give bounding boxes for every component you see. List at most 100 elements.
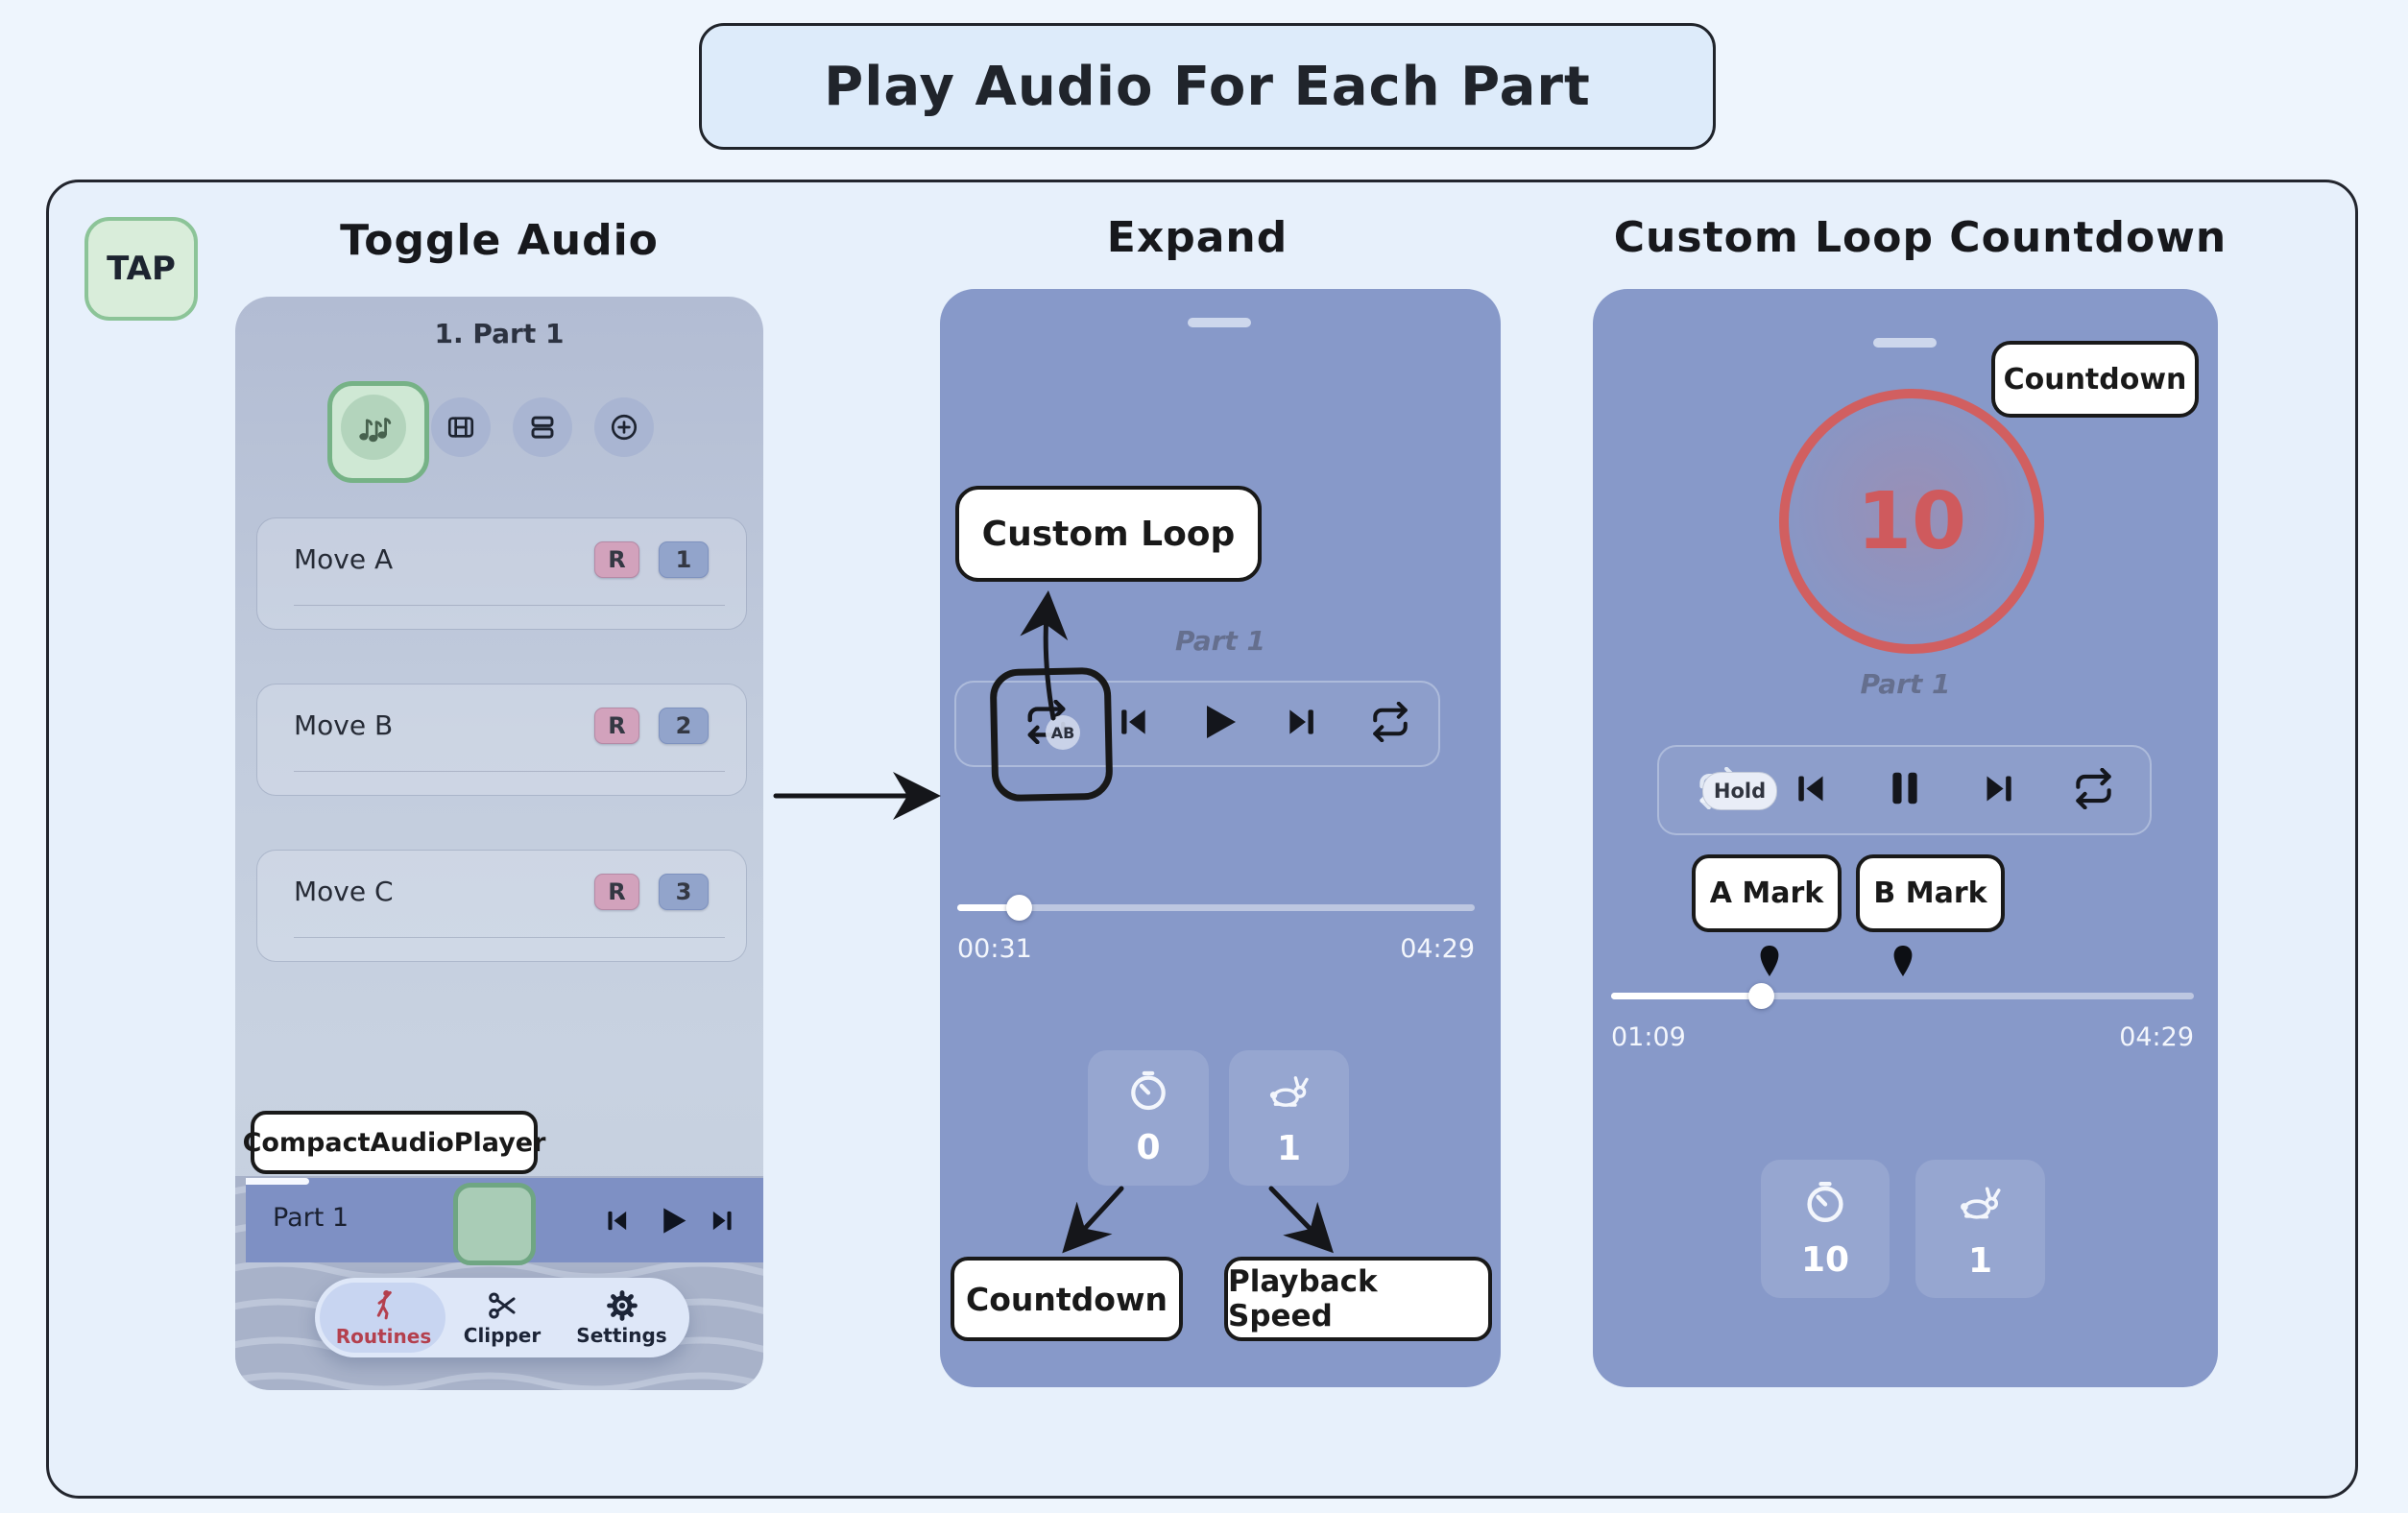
repeat-button[interactable] bbox=[2073, 768, 2114, 809]
ab-loop-button[interactable]: AB bbox=[1024, 700, 1080, 750]
a-mark-callout-text: A Mark bbox=[1709, 877, 1824, 910]
hold-badge-text: Hold bbox=[1713, 780, 1767, 803]
add-button[interactable] bbox=[594, 397, 654, 457]
audio-active-highlight[interactable] bbox=[453, 1183, 536, 1265]
countdown-tile[interactable]: 10 bbox=[1761, 1160, 1890, 1298]
move-name: Move B bbox=[294, 709, 394, 741]
skip-back-icon bbox=[1792, 770, 1829, 807]
seek-slider[interactable] bbox=[957, 904, 1475, 911]
b-mark-callout-text: B Mark bbox=[1873, 877, 1987, 910]
playback-speed-tile-value: 1 bbox=[1276, 1129, 1302, 1168]
diagram-title: Play Audio For Each Part bbox=[699, 23, 1716, 150]
section-heading-toggle-audio: Toggle Audio bbox=[340, 216, 659, 265]
playback-speed-annotation-text: Playback Speed bbox=[1228, 1264, 1378, 1333]
repeat-badge[interactable]: R bbox=[594, 708, 639, 744]
seek-slider-fill bbox=[957, 904, 1019, 911]
skip-back-icon bbox=[1115, 704, 1151, 740]
countdown-circle: 10 bbox=[1779, 389, 2044, 654]
tab-settings[interactable]: Settings bbox=[566, 1278, 677, 1357]
repeat-icon bbox=[1370, 702, 1410, 742]
next-button[interactable] bbox=[1981, 770, 2018, 807]
seek-slider-thumb[interactable] bbox=[1748, 983, 1774, 1009]
diagram-title-text: Play Audio For Each Part bbox=[824, 55, 1591, 118]
tab-selected-pill bbox=[320, 1283, 445, 1353]
annotation-ring-ab-loop bbox=[989, 666, 1114, 803]
countdown-number: 10 bbox=[1856, 475, 1967, 567]
compact-audio-player[interactable]: Part 1 bbox=[246, 1178, 763, 1265]
count-badge[interactable]: 3 bbox=[659, 874, 709, 910]
repeat-badge[interactable]: R bbox=[594, 541, 639, 578]
move-row[interactable]: Move A R 1 bbox=[256, 517, 747, 630]
play-button[interactable] bbox=[1195, 699, 1241, 745]
playback-speed-tile-value: 1 bbox=[1967, 1240, 1993, 1281]
seek-slider[interactable] bbox=[1611, 993, 2194, 999]
row-divider bbox=[294, 936, 725, 938]
drag-handle[interactable] bbox=[1873, 338, 1937, 348]
rabbit-icon bbox=[1957, 1178, 2005, 1226]
b-mark-callout: B Mark bbox=[1856, 854, 2005, 932]
previous-button[interactable] bbox=[1792, 770, 1829, 807]
current-time: 00:31 bbox=[957, 934, 1032, 964]
next-button[interactable] bbox=[1284, 704, 1320, 740]
tab-routines[interactable]: Routines bbox=[328, 1278, 439, 1357]
pause-button[interactable] bbox=[1883, 766, 1927, 810]
countdown-tile[interactable]: 0 bbox=[1088, 1050, 1209, 1186]
phone-expanded-player: Part 1 AB Custom Loop 00:31 04:29 0 1 Co… bbox=[940, 289, 1501, 1387]
count-badge[interactable]: 1 bbox=[659, 541, 709, 578]
drag-handle[interactable] bbox=[1188, 318, 1251, 327]
section-heading-custom-loop-countdown: Custom Loop Countdown bbox=[1613, 213, 2227, 262]
mini-track-label: Part 1 bbox=[273, 1203, 349, 1233]
previous-button[interactable] bbox=[1115, 704, 1151, 740]
a-mark-callout: A Mark bbox=[1692, 854, 1842, 932]
tab-settings-label: Settings bbox=[576, 1323, 667, 1347]
seek-slider-fill bbox=[1611, 993, 1762, 999]
audio-toggle-highlight[interactable] bbox=[327, 381, 429, 483]
mini-previous-button[interactable] bbox=[603, 1207, 631, 1235]
video-button[interactable] bbox=[431, 397, 491, 457]
repeat-badge[interactable]: R bbox=[594, 874, 639, 910]
loop-markers bbox=[1760, 946, 1913, 976]
seek-slider-thumb[interactable] bbox=[1006, 895, 1032, 921]
total-time: 04:29 bbox=[1400, 934, 1475, 964]
move-name: Move C bbox=[294, 876, 394, 907]
section-heading-expand: Expand bbox=[1106, 213, 1288, 262]
tab-clipper-label: Clipper bbox=[463, 1323, 542, 1347]
tab-routines-label: Routines bbox=[335, 1324, 432, 1348]
tap-badge-label: TAP bbox=[107, 250, 176, 288]
rabbit-icon bbox=[1266, 1068, 1312, 1114]
timer-icon bbox=[1802, 1179, 1848, 1225]
timer-icon bbox=[1126, 1069, 1170, 1113]
ab-loop-hold-button[interactable]: Hold bbox=[1697, 767, 1777, 810]
countdown-callout-text: Countdown bbox=[2003, 362, 2187, 396]
tap-gesture-badge: TAP bbox=[84, 217, 198, 321]
mini-play-button[interactable] bbox=[655, 1203, 690, 1238]
mini-next-button[interactable] bbox=[709, 1207, 736, 1235]
custom-loop-callout-text: Custom Loop bbox=[981, 514, 1236, 554]
ab-badge: AB bbox=[1046, 715, 1080, 750]
layout-rows-button[interactable] bbox=[513, 397, 572, 457]
move-row[interactable]: Move C R 3 bbox=[256, 850, 747, 962]
move-row[interactable]: Move B R 2 bbox=[256, 684, 747, 796]
mini-progress-bar bbox=[246, 1178, 309, 1185]
hold-badge: Hold bbox=[1702, 772, 1777, 810]
player-controls bbox=[954, 681, 1440, 767]
tab-bar: Routines Clipper Settings bbox=[315, 1278, 689, 1357]
count-badge[interactable]: 2 bbox=[659, 708, 709, 744]
tab-clipper[interactable]: Clipper bbox=[449, 1278, 555, 1357]
current-time: 01:09 bbox=[1611, 1022, 1686, 1052]
play-icon bbox=[655, 1203, 690, 1238]
playback-speed-tile[interactable]: 1 bbox=[1915, 1160, 2045, 1298]
countdown-tile-value: 10 bbox=[1800, 1239, 1850, 1280]
b-marker-pin bbox=[1893, 946, 1913, 976]
row-divider bbox=[294, 604, 725, 606]
ab-badge-text: AB bbox=[1050, 723, 1075, 742]
skip-forward-icon bbox=[1981, 770, 2018, 807]
skip-forward-icon bbox=[1284, 704, 1320, 740]
total-time: 04:29 bbox=[2119, 1022, 2194, 1052]
countdown-tile-value: 0 bbox=[1136, 1128, 1161, 1167]
rows-icon bbox=[527, 412, 558, 443]
repeat-button[interactable] bbox=[1370, 702, 1410, 742]
gear-icon bbox=[606, 1289, 638, 1322]
playback-speed-tile[interactable]: 1 bbox=[1229, 1050, 1349, 1186]
part-label: Part 1 bbox=[1860, 668, 1951, 700]
